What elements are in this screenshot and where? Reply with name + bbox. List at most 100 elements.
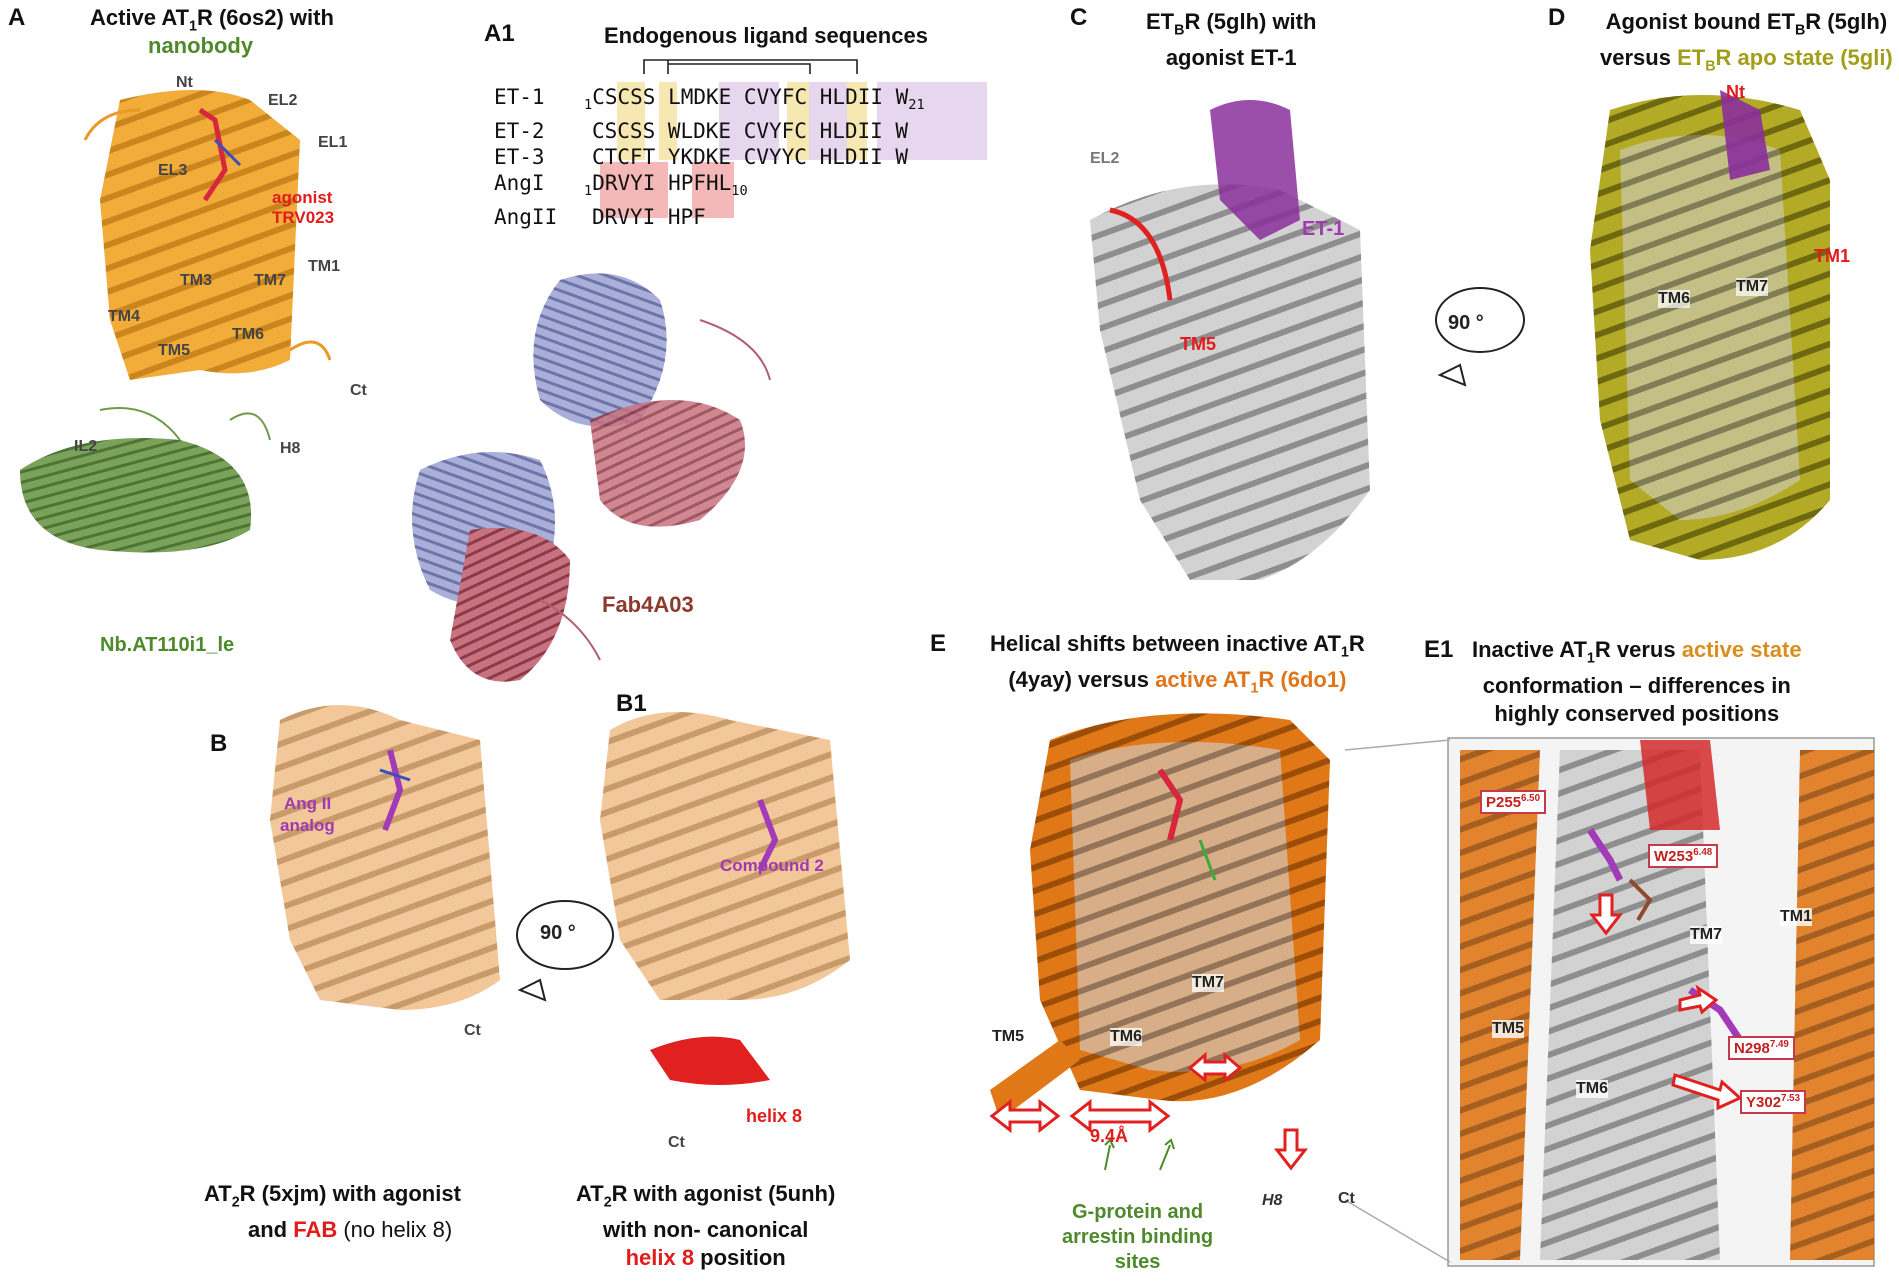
caption-text: position <box>694 1245 786 1271</box>
panel-letter-b1: B1 <box>616 690 647 717</box>
panel-b-caption: AT2R (5xjm) with agonist and FAB (no hel… <box>204 1180 461 1244</box>
seq-start: 1 <box>584 183 593 200</box>
label-il2: IL2 <box>74 438 98 455</box>
residue-y302: Y3027.53 <box>1740 1090 1807 1114</box>
panel-b-caption-line2: and FAB (no helix 8) <box>204 1216 461 1244</box>
panel-e-title: Helical shifts between inactive AT1R (4y… <box>990 630 1365 703</box>
panel-letter-b: B <box>210 730 228 757</box>
seq-name: ET-2 <box>494 119 545 144</box>
seq-text: DRVYI HPF <box>592 205 706 230</box>
caption-text: AT <box>576 1181 604 1206</box>
title-orange: active AT <box>1155 667 1251 693</box>
label-el1: EL1 <box>318 134 348 151</box>
disulfide-brackets <box>643 59 858 74</box>
seq-start: 1 <box>584 97 593 114</box>
seq-name: ET-1 <box>494 85 545 109</box>
tm6-label-d: TM6 <box>1658 290 1690 308</box>
rotation-arrow-b <box>516 900 614 1002</box>
title-sub: B <box>1794 22 1806 39</box>
panel-letter-a1: A1 <box>484 20 515 47</box>
label-ct: Ct <box>350 382 367 399</box>
title-text: Inactive AT <box>1472 637 1587 662</box>
panel-c-title-line2: agonist ET-1 <box>1165 45 1297 71</box>
residue-sup: 7.49 <box>1769 1039 1789 1050</box>
residue-name: Y302 <box>1746 1094 1782 1111</box>
panel-d-title-line2: versus ETBR apo state (5gli) <box>1600 44 1893 80</box>
title-text: (4yay) versus <box>1008 667 1156 693</box>
label-el3: EL3 <box>158 162 188 179</box>
label-tm3: TM3 <box>180 272 212 289</box>
title-orange: R (6do1) <box>1258 667 1347 693</box>
title-text: Agonist bound ET <box>1605 9 1795 34</box>
binding-sites-label: G-protein and arrestin binding sites <box>1062 1200 1213 1275</box>
caption-text: (no helix 8) <box>337 1217 453 1243</box>
title-olive: R apo state (5gli) <box>1715 45 1893 71</box>
title-text: Helical shifts between inactive AT <box>990 631 1341 656</box>
title-text: R (5glh) with <box>1184 9 1317 34</box>
agonist-name: TRV023 <box>272 208 335 227</box>
title-text: R (5glh) <box>1805 9 1888 34</box>
ct-label-e: Ct <box>1338 1190 1355 1207</box>
tm7-label-d: TM7 <box>1736 278 1768 296</box>
title-olive: ET <box>1677 45 1706 71</box>
title-text: ET <box>1146 9 1175 34</box>
tm6-label-e1: TM6 <box>1576 1080 1608 1098</box>
rotation-label-b: 90 ° <box>540 922 576 944</box>
panel-d-title-line1: Agonist bound ETBR (5glh) <box>1600 8 1893 44</box>
seq-text: DRVYI HPFHL <box>592 171 732 196</box>
fab-label: Fab4A03 <box>602 592 694 617</box>
label-nt: Nt <box>176 74 193 91</box>
title-sub: 1 <box>1586 650 1595 667</box>
residue-name: W253 <box>1654 848 1694 865</box>
seq-name: ET-3 <box>494 145 545 170</box>
caption-text: and <box>248 1217 294 1243</box>
h8-label-e: H8 <box>1262 1192 1283 1209</box>
residue-sup: 6.48 <box>1693 847 1713 858</box>
panel-letter-e1: E1 <box>1424 636 1454 663</box>
label-tm7: TM7 <box>254 272 286 289</box>
label-tm6: TM6 <box>232 326 264 343</box>
panel-b1-caption-line3: helix 8 position <box>576 1244 835 1272</box>
distance-label: 9.4Å <box>1090 1126 1129 1146</box>
panel-a-title-text: Active AT <box>90 5 190 30</box>
binding-sites-line3: sites <box>1114 1251 1161 1273</box>
panel-e-title-line2: (4yay) versus active AT1R (6do1) <box>990 666 1365 702</box>
panel-e1-title: Inactive AT1R verus active state conform… <box>1472 636 1802 728</box>
rotation-label-c: 90 ° <box>1448 312 1484 334</box>
panel-e1-title-line1: Inactive AT1R verus active state <box>1472 636 1802 672</box>
caption-sub: 2 <box>603 1194 612 1211</box>
panel-a-title-sub: 1 <box>189 18 197 35</box>
seq-end: 21 <box>908 97 925 114</box>
tm5-label-e: TM5 <box>992 1028 1024 1046</box>
tm7-label-e1: TM7 <box>1690 926 1722 944</box>
title-sub: 1 <box>1340 644 1349 661</box>
panel-a-structure <box>20 90 332 553</box>
panel-c-title-line1: ETBR (5glh) with <box>1146 8 1316 44</box>
caption-text: AT <box>204 1181 232 1206</box>
panel-e-structure <box>989 713 1330 1171</box>
et1-label: ET-1 <box>1302 218 1345 240</box>
panel-b1-caption: AT2R with agonist (5unh) with non- canon… <box>576 1180 835 1272</box>
ligand-label-1: Ang II <box>284 794 332 813</box>
residue-n298: N2987.49 <box>1728 1036 1795 1060</box>
title-olive-sub: B <box>1705 58 1716 75</box>
residue-sup: 6.50 <box>1521 793 1541 804</box>
tm1-label-e1: TM1 <box>1780 908 1812 926</box>
title-text: R <box>1348 631 1365 656</box>
caption-red: FAB <box>293 1217 338 1243</box>
seq-text: CSCSS LMDKE CVYFC HLDII W <box>592 85 909 109</box>
connector-line <box>1344 1199 1451 1263</box>
panel-d-structure <box>1590 90 1830 560</box>
nanobody-label: Nb.AT110i1_le <box>100 634 235 656</box>
connector-line <box>1344 739 1451 751</box>
residue-p255: P2556.50 <box>1480 790 1547 814</box>
label-tm4: TM4 <box>108 308 140 325</box>
panel-letter-c: C <box>1070 4 1088 31</box>
panel-a-subtitle: nanobody <box>148 33 254 58</box>
label-h8: H8 <box>280 440 301 457</box>
title-text: R verus <box>1594 637 1682 662</box>
